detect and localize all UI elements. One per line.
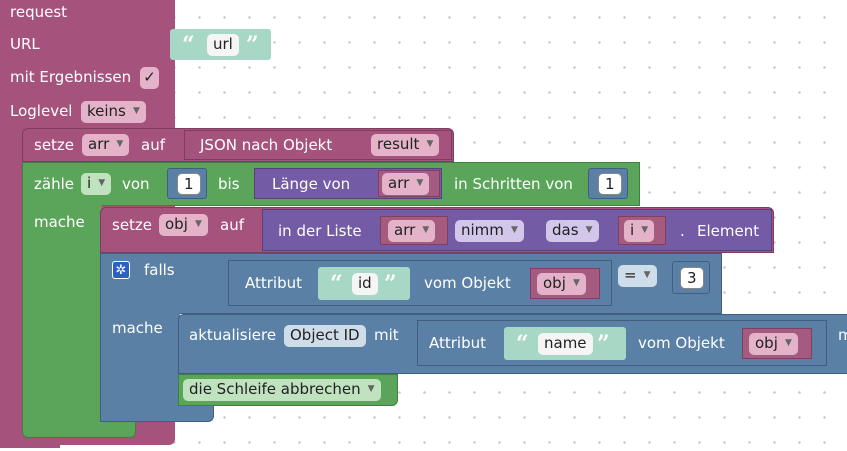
- update-label: aktualisiere: [189, 326, 277, 344]
- break-loop-value: die Schleife abbrechen: [189, 380, 361, 398]
- url-label: URL: [10, 35, 40, 53]
- length-arr-dropdown[interactable]: arr ▼: [382, 173, 430, 195]
- name-text-field[interactable]: name: [538, 333, 593, 355]
- set-obj-to-label: auf: [220, 216, 244, 234]
- loglevel-dropdown[interactable]: keins ▼: [81, 101, 146, 123]
- chevron-down-icon: ▼: [510, 225, 518, 235]
- result-value: result: [377, 135, 420, 153]
- count-loop-foot: [22, 418, 136, 438]
- json-to-object-label: JSON nach Objekt: [200, 136, 333, 154]
- update-with-label: mit: [374, 326, 399, 344]
- if-obj-dropdown[interactable]: obj ▼: [537, 273, 586, 295]
- loop-var-dropdown[interactable]: i ▼: [81, 173, 112, 195]
- element-label: Element: [697, 222, 760, 240]
- results-label: mit Ergebnissen: [10, 68, 132, 86]
- if-of-obj-label: vom Objekt: [424, 274, 511, 292]
- step-number-field[interactable]: 1: [598, 173, 622, 195]
- in-list-label: in der Liste: [278, 222, 362, 240]
- chevron-down-icon: ▼: [116, 139, 124, 149]
- list-arr-dropdown[interactable]: arr ▼: [388, 220, 436, 242]
- url-text-field[interactable]: url: [207, 34, 239, 56]
- chevron-down-icon: ▼: [194, 219, 202, 229]
- chevron-down-icon: ▼: [585, 225, 593, 235]
- result-dropdown[interactable]: result ▼: [371, 134, 440, 156]
- chevron-down-icon: ▼: [426, 139, 434, 149]
- from-label: von: [122, 175, 150, 193]
- if-label: falls: [144, 261, 175, 279]
- update-obj-value: obj: [755, 334, 778, 352]
- loglevel-label: Loglevel: [10, 102, 73, 120]
- quote-close-icon: ”: [246, 32, 259, 58]
- if-attr-label: Attribut: [245, 274, 303, 292]
- update-obj-dropdown[interactable]: obj ▼: [749, 333, 798, 355]
- obj-variable-value: obj: [165, 215, 188, 233]
- set-arr-to-label: auf: [141, 136, 165, 154]
- arr-variable-dropdown[interactable]: arr ▼: [82, 134, 130, 156]
- object-id-field[interactable]: Object ID: [284, 325, 366, 347]
- count-loop-side: [22, 205, 102, 423]
- if-obj-value: obj: [543, 274, 566, 292]
- chevron-down-icon: ▼: [132, 106, 140, 116]
- length-of-label: Länge von: [272, 175, 351, 193]
- chevron-down-icon: ▼: [422, 225, 430, 235]
- set-arr-set-label: setze: [34, 136, 75, 154]
- index-var-dropdown[interactable]: i ▼: [624, 220, 655, 242]
- get-mode-dropdown[interactable]: nimm ▼: [455, 220, 524, 242]
- compare-number-field[interactable]: 3: [680, 267, 704, 289]
- quote-open-icon: “: [330, 271, 343, 297]
- id-text-field[interactable]: id: [352, 273, 378, 295]
- count-label: zähle: [34, 175, 74, 193]
- from-number-field[interactable]: 1: [177, 173, 201, 195]
- chevron-down-icon: ▼: [643, 270, 651, 280]
- request-title: request: [10, 3, 68, 21]
- break-loop-dropdown[interactable]: die Schleife abbrechen ▼: [183, 379, 381, 401]
- quote-open-icon: “: [182, 32, 195, 58]
- list-arr-value: arr: [394, 221, 416, 239]
- compare-op-dropdown[interactable]: = ▼: [618, 265, 657, 287]
- loop-var-value: i: [87, 174, 92, 192]
- chevron-down-icon: ▼: [367, 384, 375, 394]
- chevron-down-icon: ▼: [641, 225, 649, 235]
- gear-icon[interactable]: ✲: [112, 261, 130, 279]
- quote-close-icon: ”: [384, 271, 397, 297]
- position-dropdown[interactable]: das ▼: [546, 220, 599, 242]
- dot-label: .: [680, 222, 685, 240]
- update-attr-label: Attribut: [429, 334, 487, 352]
- if-do-label: mache: [112, 319, 163, 337]
- compare-op-value: =: [624, 266, 637, 284]
- quote-open-icon: “: [516, 331, 529, 357]
- update-trailing-label: m: [838, 326, 847, 344]
- update-of-obj-label: vom Objekt: [638, 334, 725, 352]
- length-arr-value: arr: [388, 174, 410, 192]
- chevron-down-icon: ▼: [572, 278, 580, 288]
- chevron-down-icon: ▼: [98, 178, 106, 188]
- chevron-down-icon: ▼: [416, 178, 424, 188]
- get-mode-value: nimm: [461, 221, 504, 239]
- position-value: das: [552, 221, 579, 239]
- if-block-side: [100, 313, 180, 421]
- obj-variable-dropdown[interactable]: obj ▼: [159, 214, 208, 236]
- to-label: bis: [218, 175, 240, 193]
- step-label: in Schritten von: [454, 175, 573, 193]
- loop-do-label: mache: [34, 213, 85, 231]
- results-checkbox[interactable]: ✓: [140, 67, 159, 89]
- index-var-value: i: [630, 221, 635, 239]
- arr-variable-value: arr: [88, 135, 110, 153]
- if-block-foot: [100, 404, 214, 422]
- loglevel-value: keins: [87, 102, 126, 120]
- set-obj-set-label: setze: [112, 216, 153, 234]
- chevron-down-icon: ▼: [784, 338, 792, 348]
- quote-close-icon: ”: [597, 331, 610, 357]
